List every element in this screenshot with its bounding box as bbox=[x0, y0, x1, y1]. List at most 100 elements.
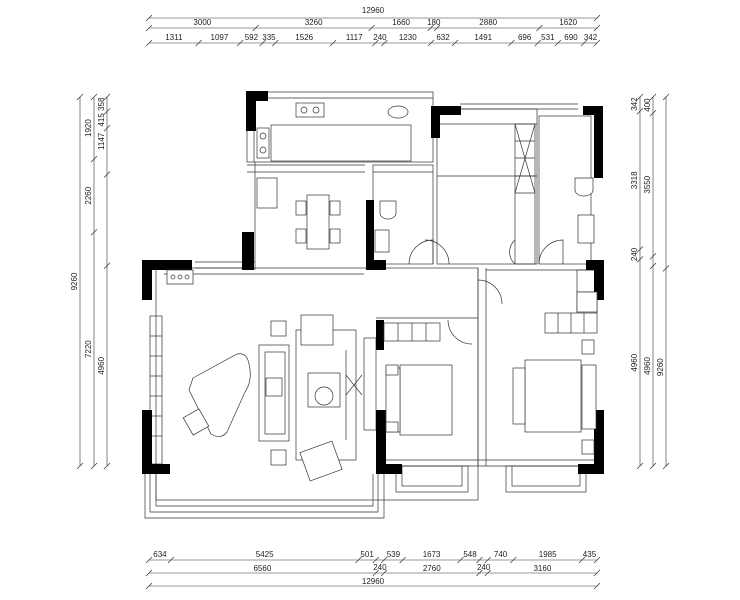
bottom-dim-label: 501 bbox=[360, 550, 374, 559]
dimension-tick bbox=[103, 462, 111, 470]
top-dim-label: 3260 bbox=[305, 18, 323, 27]
living-room-furniture bbox=[258, 314, 363, 482]
dimension-tick bbox=[649, 93, 657, 101]
dimension-tick bbox=[399, 556, 406, 564]
dimension-tick bbox=[103, 124, 111, 132]
dimension-tick bbox=[636, 462, 644, 470]
dimension-tick bbox=[593, 14, 601, 22]
top-dim-label: 180 bbox=[427, 18, 441, 27]
bed-left bbox=[399, 364, 453, 436]
left-dim-label: 7220 bbox=[84, 340, 93, 358]
dimension-tick bbox=[427, 39, 435, 47]
dimension-tick bbox=[236, 39, 244, 47]
dimension-tick bbox=[484, 556, 492, 564]
dimension-tick bbox=[433, 24, 441, 32]
bathroom-fixtures bbox=[374, 177, 595, 345]
top-dim-label: 3000 bbox=[193, 18, 211, 27]
dimension-tick bbox=[195, 39, 202, 47]
dimension-tick bbox=[636, 246, 644, 253]
right-dim-label: 3550 bbox=[643, 175, 652, 193]
right-dim-label: 4960 bbox=[643, 357, 652, 375]
left-dim-label: 415 bbox=[97, 113, 106, 127]
dimension-tick bbox=[451, 39, 459, 47]
top-dim-label: 342 bbox=[584, 33, 598, 42]
kitchen-sink bbox=[295, 102, 325, 118]
dimension-tick bbox=[145, 24, 153, 32]
dimension-tick bbox=[145, 582, 153, 590]
dimension-tick bbox=[380, 556, 388, 564]
dimension-tick bbox=[252, 24, 259, 32]
dimension-tick bbox=[484, 569, 492, 577]
dimension-tick bbox=[536, 24, 543, 32]
left-dim-label: 1147 bbox=[97, 132, 106, 150]
toilet-2 bbox=[574, 177, 594, 197]
top-dim-label: 335 bbox=[262, 33, 276, 42]
dimension-tick bbox=[355, 556, 362, 564]
dimension-tick bbox=[103, 262, 111, 270]
sideboard-top-left bbox=[166, 269, 194, 285]
bottom-dim-label: 539 bbox=[387, 550, 401, 559]
top-dim-label: 696 bbox=[518, 33, 532, 42]
left-dim-label: 1920 bbox=[84, 119, 93, 137]
basin bbox=[387, 105, 409, 119]
bottom-dim-label: 1673 bbox=[423, 550, 441, 559]
bottom-dim-label: 240 bbox=[373, 563, 387, 572]
dimension-tick bbox=[636, 93, 644, 101]
piano-bench bbox=[182, 408, 210, 436]
left-dim-label: 2260 bbox=[84, 186, 93, 204]
bottom-dim-label: 634 bbox=[153, 550, 167, 559]
dimension-tick bbox=[90, 462, 98, 470]
piano bbox=[182, 353, 251, 437]
stove bbox=[256, 127, 270, 159]
right-wall-closets bbox=[576, 291, 598, 313]
dimension-tick bbox=[593, 582, 601, 590]
dimension-tick bbox=[508, 39, 515, 47]
top-dim-label: 1526 bbox=[295, 33, 313, 42]
bottom-dim-label: 6560 bbox=[253, 564, 271, 573]
dimension-tick bbox=[649, 109, 657, 117]
dimension-tick bbox=[662, 93, 670, 101]
dimension-tick bbox=[272, 39, 279, 47]
dimension-tick bbox=[380, 569, 388, 577]
dimension-tick bbox=[103, 171, 111, 178]
top-dim-label: 690 bbox=[564, 33, 578, 42]
right-dim-label: 3318 bbox=[630, 171, 639, 189]
bottom-dim-label: 435 bbox=[583, 550, 597, 559]
bottom-total-label: 12960 bbox=[362, 577, 385, 586]
dimension-tick bbox=[167, 556, 175, 564]
dimension-tick bbox=[649, 262, 657, 270]
right-dim-label: 4960 bbox=[630, 353, 639, 371]
dimension-tick bbox=[457, 556, 464, 564]
top-dim-label: 632 bbox=[436, 33, 450, 42]
armchair-bottom bbox=[299, 440, 343, 482]
dimension-tick bbox=[145, 14, 153, 22]
dimension-tick bbox=[636, 107, 644, 115]
top-dim-label: 1491 bbox=[474, 33, 492, 42]
bottom-dim-label: 240 bbox=[477, 563, 491, 572]
top-dim-label: 1620 bbox=[559, 18, 577, 27]
wall-outlines bbox=[144, 91, 600, 519]
bed-right bbox=[524, 359, 582, 433]
dimension-tick bbox=[145, 569, 153, 577]
dimension-tick bbox=[76, 462, 84, 470]
dining-set bbox=[295, 194, 341, 250]
dimension-tick bbox=[649, 253, 657, 260]
dimension-tick bbox=[145, 556, 153, 564]
dimension-tick bbox=[662, 265, 670, 272]
top-dim-label: 1311 bbox=[165, 33, 183, 42]
top-dim-label: 592 bbox=[245, 33, 259, 42]
top-dim-label: 1660 bbox=[392, 18, 410, 27]
top-dim-label: 240 bbox=[373, 33, 387, 42]
dimension-tick bbox=[636, 256, 644, 263]
top-dim-label: 2880 bbox=[479, 18, 497, 27]
dimension-tick bbox=[427, 24, 434, 32]
top-dim-label: 1097 bbox=[211, 33, 229, 42]
dimension-tick bbox=[368, 24, 375, 32]
right-dim-label: 9260 bbox=[656, 358, 665, 376]
bottom-dim-label: 740 bbox=[494, 550, 508, 559]
armchair-top bbox=[300, 314, 334, 346]
right-dim-label: 342 bbox=[630, 97, 639, 111]
